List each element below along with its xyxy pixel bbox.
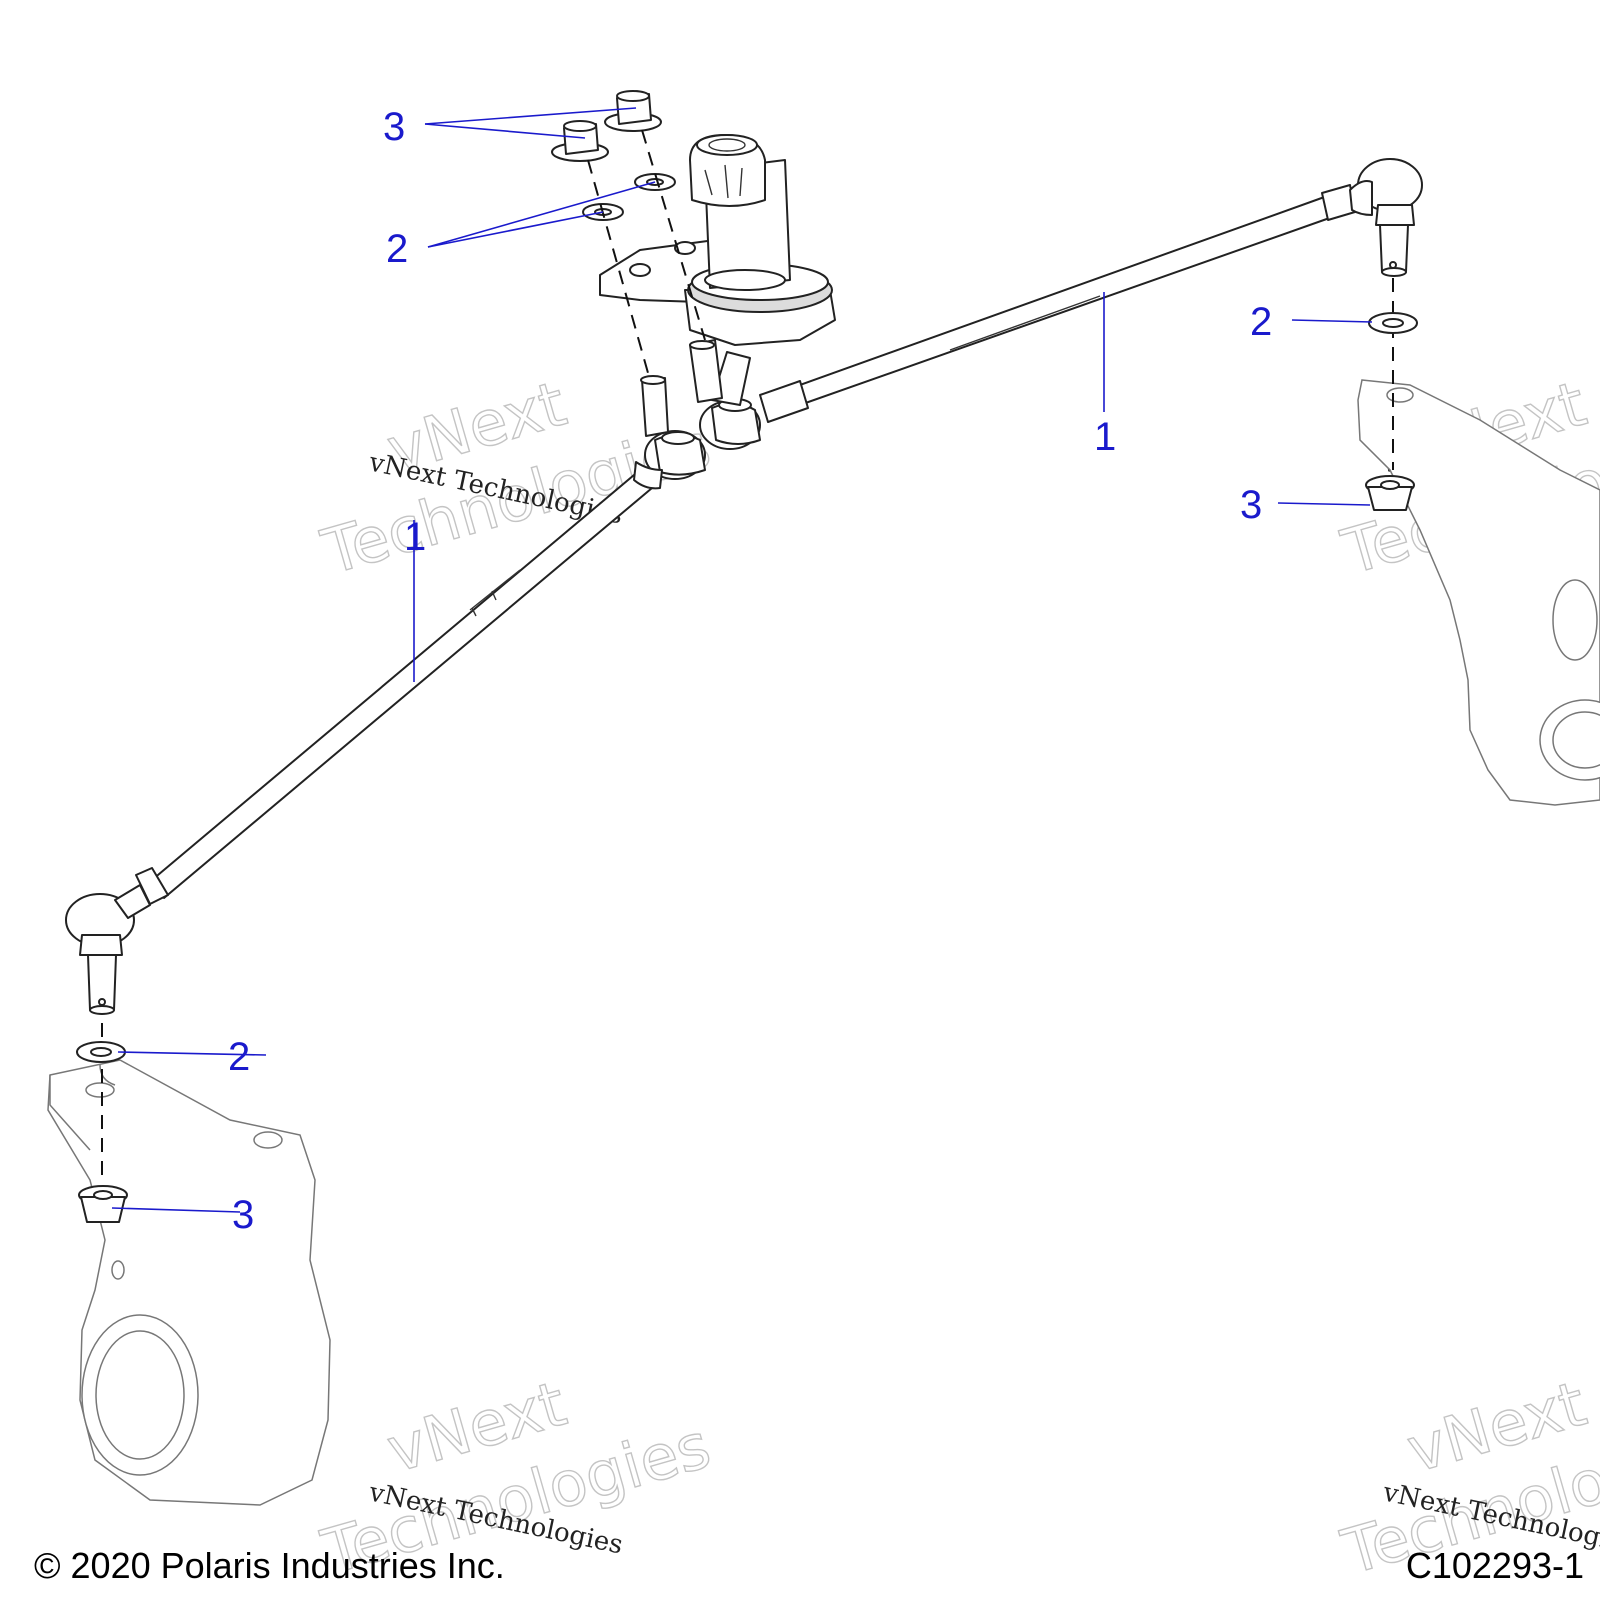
steering-knuckle-right: [1357, 379, 1600, 806]
hex-nut-top-right: [604, 90, 662, 132]
nut-right: [1365, 475, 1415, 511]
callout-1-left: 1: [404, 515, 426, 559]
callout-2-top: 2: [386, 227, 408, 271]
figure-id: C102293-1: [1406, 1545, 1584, 1586]
nut-left: [78, 1185, 128, 1223]
callout-3-right: 3: [1240, 483, 1262, 527]
washer-left: [76, 1041, 126, 1063]
callout-2-left: 2: [228, 1035, 250, 1079]
washer-right: [1368, 312, 1418, 334]
callout-2-right: 2: [1250, 300, 1272, 344]
alignment-lines: [101, 129, 1394, 1175]
inner-tie-rod-end-left: [633, 375, 706, 490]
copyright-text: © 2020 Polaris Industries Inc.: [34, 1545, 505, 1586]
callout-1-right: 1: [1094, 415, 1116, 459]
callout-3-top: 3: [383, 105, 405, 149]
inner-tie-rod-end-right: [689, 339, 761, 450]
hex-nut-top-left: [551, 120, 609, 162]
tie-rod-right: [759, 158, 1423, 423]
callout-leaders: [111, 107, 1373, 1213]
callout-labels: 1 1 2 2 2 3 3 3: [228, 105, 1272, 1237]
callout-3-left: 3: [232, 1193, 254, 1237]
steering-gear-housing: [599, 134, 836, 346]
steering-knuckle-left: [47, 1059, 331, 1506]
tie-rod-left: [65, 469, 653, 1015]
